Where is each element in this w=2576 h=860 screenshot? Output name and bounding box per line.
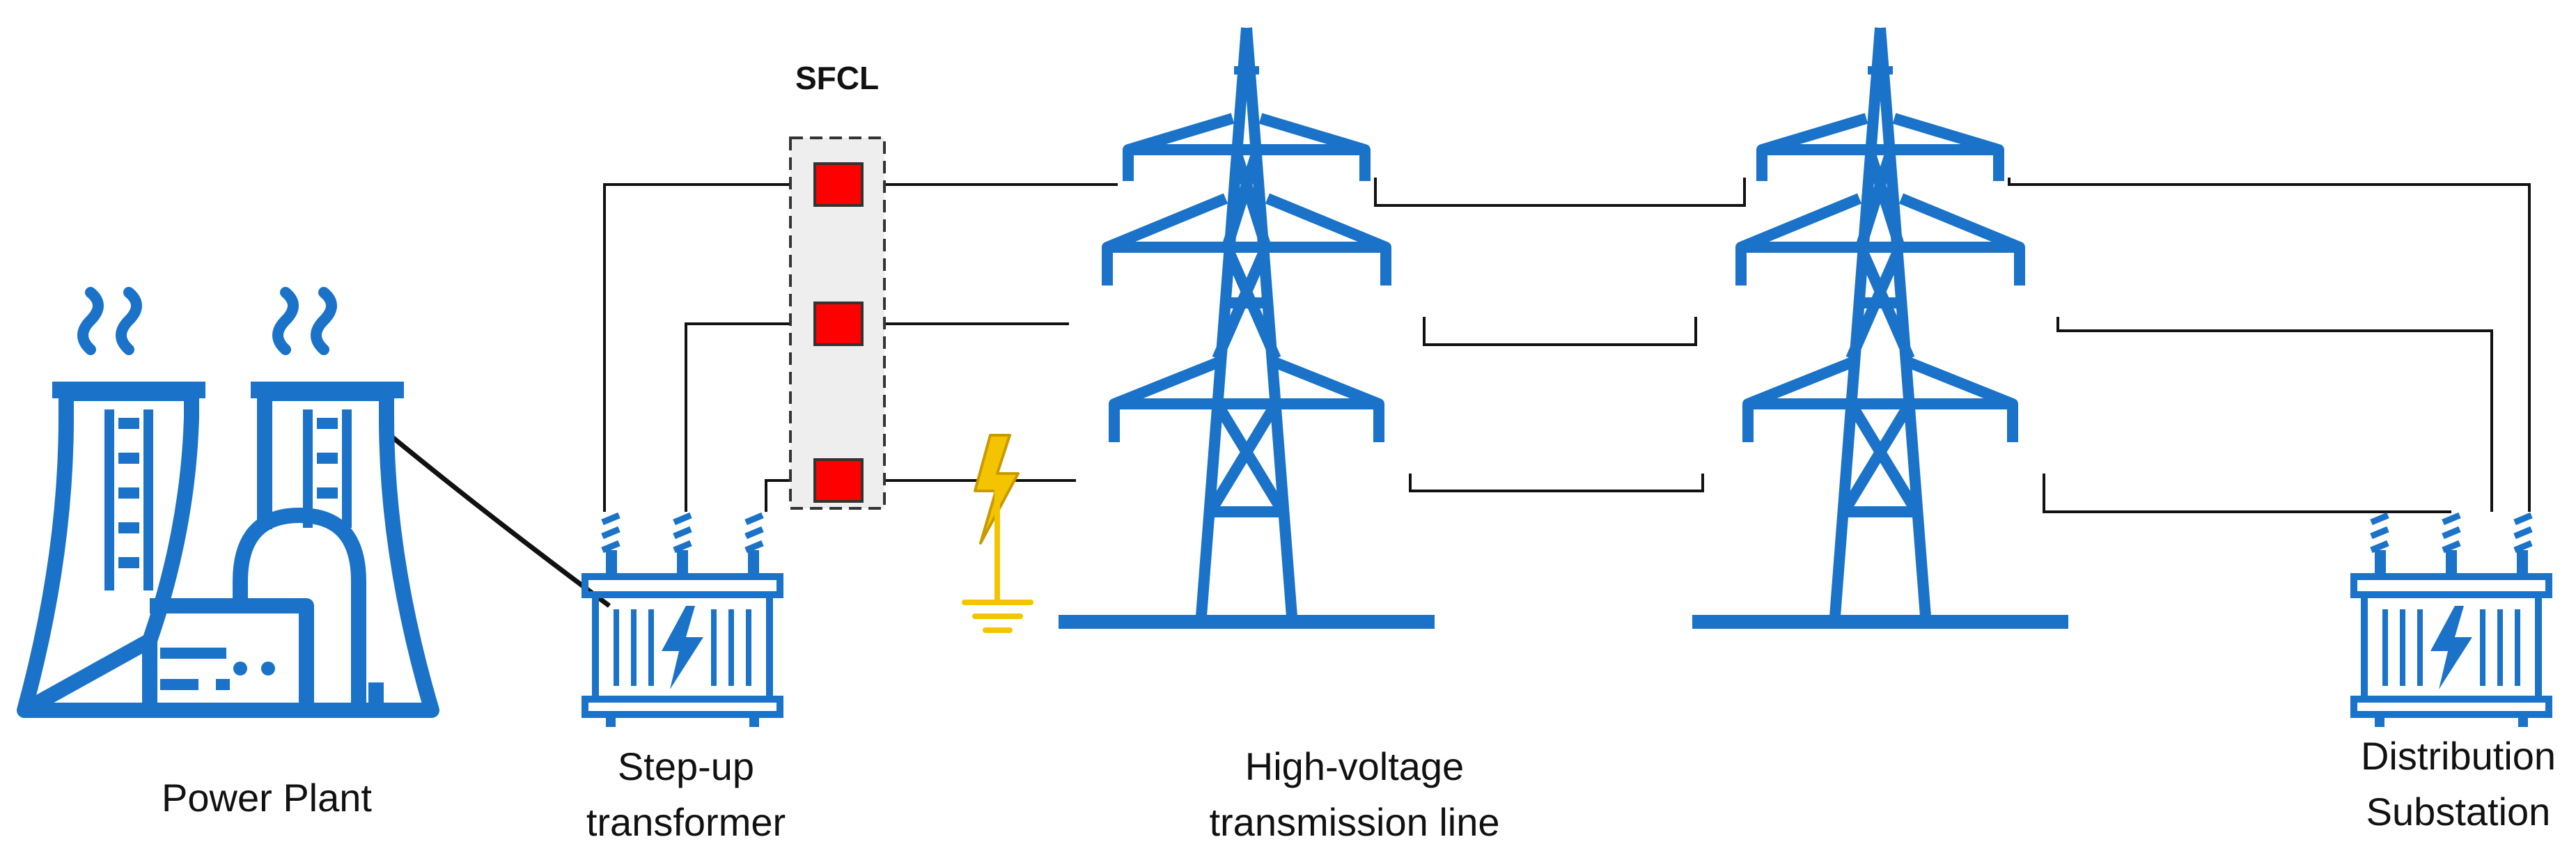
power-plant-label: Power Plant — [162, 776, 372, 820]
sfcl-module-phase-c — [813, 458, 864, 503]
step-up-label-line2: transformer — [586, 800, 786, 844]
fault-indicator — [962, 434, 1033, 633]
ground-symbol-icon — [962, 478, 1033, 633]
sfcl-label: SFCL — [795, 60, 879, 96]
distribution-transformer — [2354, 515, 2549, 727]
hv-line-label-line1: High-voltage — [1245, 744, 1464, 788]
transformer-icon — [2354, 515, 2549, 727]
transmission-tower-left — [1059, 28, 1435, 629]
power-plant-icon — [17, 287, 439, 718]
distribution-label-line2: Substation — [2366, 790, 2551, 834]
wiring — [388, 178, 2531, 608]
distribution-label-line1: Distribution — [2361, 734, 2556, 778]
sfcl-module-phase-b — [813, 302, 864, 346]
transmission-tower-icon — [1059, 28, 1435, 629]
sfcl-module-phase-a — [813, 162, 864, 207]
hv-line-label-line2: transmission line — [1209, 800, 1499, 844]
step-up-label-line1: Step-up — [618, 744, 754, 788]
transmission-tower-right — [1692, 28, 2068, 629]
sfcl-unit — [789, 136, 886, 510]
step-up-transformer — [585, 515, 780, 727]
transformer-icon — [585, 515, 780, 727]
transmission-tower-icon — [1692, 28, 2068, 629]
